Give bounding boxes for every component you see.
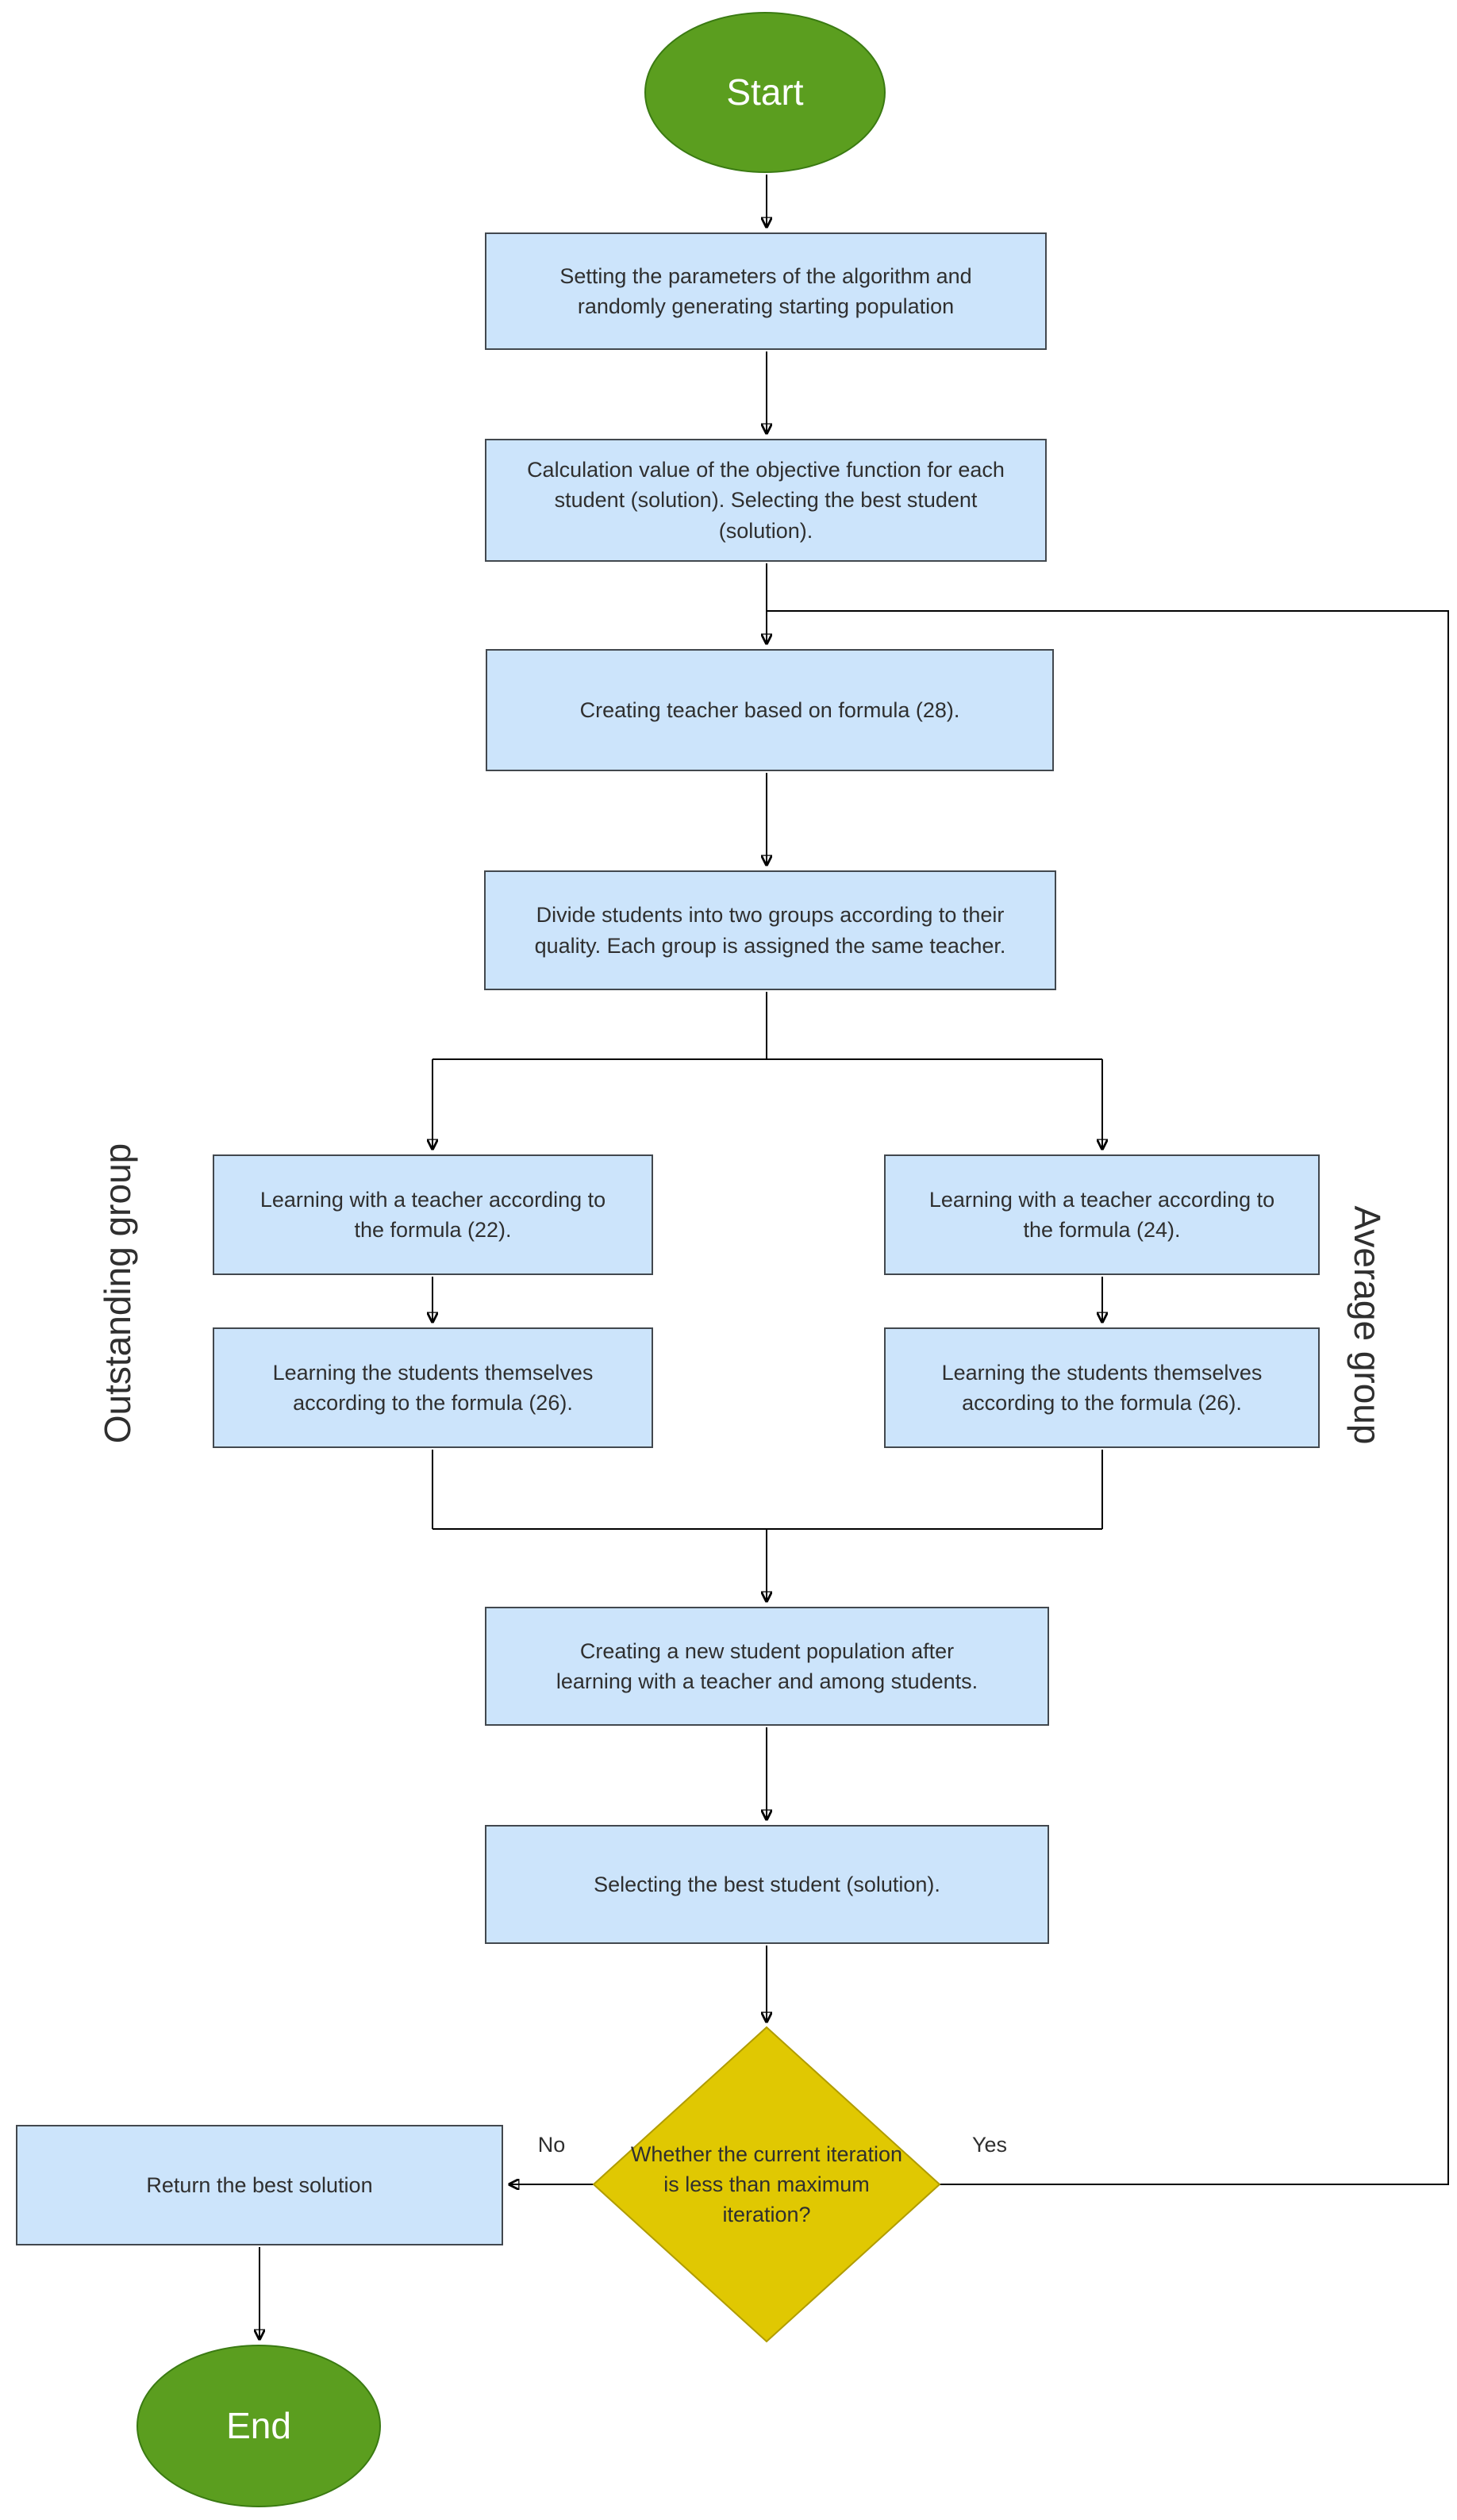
node-return-best-label: Return the best solution	[146, 2172, 373, 2197]
node-init-parameters: Setting the parameters of the algorithm …	[485, 232, 1047, 350]
node-create-teacher: Creating teacher based on formula (28).	[486, 649, 1054, 771]
node-divide-groups-label: Divide students into two groups accordin…	[534, 903, 1006, 958]
node-outstanding-teacher-learning: Learning with a teacher according to the…	[213, 1154, 653, 1275]
node-outstanding-self-learning-label: Learning the students themselves accordi…	[272, 1360, 594, 1415]
node-return-best: Return the best solution	[16, 2125, 503, 2245]
node-new-population: Creating a new student population after …	[485, 1607, 1049, 1726]
node-create-teacher-label: Creating teacher based on formula (28).	[579, 697, 960, 722]
node-objective-calculation-label: Calculation value of the objective funct…	[527, 458, 1005, 543]
node-outstanding-self-learning: Learning the students themselves accordi…	[213, 1327, 653, 1448]
node-outstanding-teacher-learning-label: Learning with a teacher according to the…	[259, 1187, 606, 1242]
edge-yes-loop	[767, 610, 1449, 2185]
node-objective-calculation: Calculation value of the objective funct…	[485, 439, 1047, 562]
group-label-average: Average group	[1347, 1205, 1389, 1445]
end-terminal: End	[136, 2345, 381, 2507]
start-label: Start	[726, 71, 804, 113]
group-label-outstanding: Outstanding group	[96, 1143, 138, 1444]
node-init-parameters-label: Setting the parameters of the algorithm …	[559, 263, 972, 318]
node-average-self-learning: Learning the students themselves accordi…	[884, 1327, 1320, 1448]
node-divide-groups: Divide students into two groups accordin…	[484, 870, 1056, 990]
edge-label-no: No	[537, 2133, 566, 2157]
node-average-self-learning-label: Learning the students themselves accordi…	[941, 1360, 1263, 1415]
decision-diamond	[592, 2026, 941, 2343]
decision-iteration-label-box: Whether the current iteration is less th…	[624, 2107, 909, 2262]
node-select-best: Selecting the best student (solution).	[485, 1825, 1049, 1944]
node-select-best-label: Selecting the best student (solution).	[594, 1872, 940, 1896]
node-average-teacher-learning: Learning with a teacher according to the…	[884, 1154, 1320, 1275]
node-average-teacher-learning-label: Learning with a teacher according to the…	[928, 1187, 1275, 1242]
decision-iteration-label: Whether the current iteration is less th…	[630, 2142, 903, 2227]
start-terminal: Start	[644, 12, 886, 173]
edge-label-yes: Yes	[971, 2133, 1008, 2157]
node-new-population-label: Creating a new student population after …	[556, 1638, 978, 1693]
end-label: End	[226, 2404, 291, 2446]
